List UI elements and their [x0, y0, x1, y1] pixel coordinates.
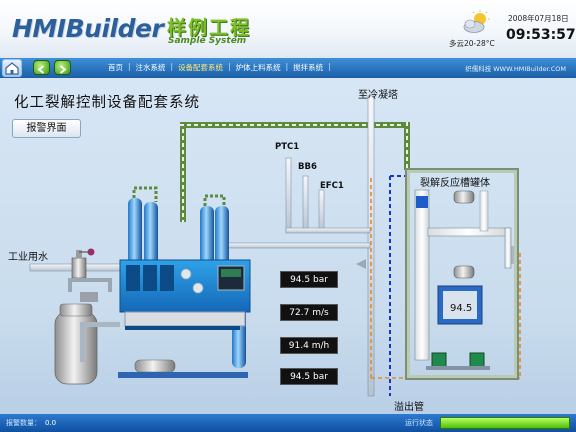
- reactor-tank: [405, 168, 519, 380]
- nav-separator: |: [285, 62, 289, 71]
- process-diagram: [29, 95, 521, 397]
- water-inlet-label: 工业用水: [8, 252, 48, 263]
- nav-item-mixing[interactable]: 搅拌系统: [293, 63, 324, 72]
- weather-text: 多云20-28°C: [449, 39, 495, 48]
- alarm-count-label: 报警数量：: [6, 419, 41, 427]
- alarm-screen-button[interactable]: 报警界面: [12, 119, 81, 138]
- storage-tank: [54, 278, 112, 385]
- cooling-tower-label: 至冷凝塔: [358, 90, 398, 101]
- alarm-count: 报警数量： 0.0: [6, 418, 56, 428]
- back-button[interactable]: [33, 60, 50, 75]
- nav-menu: 首页 | 注水系统 | 设备配套系统 | 炉体上料系统 | 搅拌系统 |: [108, 62, 336, 73]
- run-status-label: 运行状态: [405, 419, 433, 427]
- efc1-label: EFC1: [320, 181, 344, 191]
- reactor-tank-label: 裂解反应槽罐体: [420, 178, 490, 189]
- logo-cn: 样例工程: [167, 17, 252, 39]
- nav-item-home[interactable]: 首页: [108, 63, 123, 72]
- water-treatment-unit: [80, 259, 251, 378]
- home-icon: [5, 62, 19, 75]
- flow-readout: 91.4 m/h: [280, 337, 338, 354]
- cloud-sun-icon: [463, 10, 490, 33]
- nav-separator: |: [170, 62, 174, 71]
- pressure-readout-1: 94.5 bar: [280, 271, 338, 288]
- nav-item-furnace-feeding[interactable]: 炉体上料系统: [235, 63, 281, 72]
- nav-bar: 首页 | 注水系统 | 设备配套系统 | 炉体上料系统 | 搅拌系统 | 织儒科…: [0, 58, 576, 78]
- forward-button[interactable]: [54, 60, 71, 75]
- process-panel: 化工裂解控制设备配套系统 报警界面: [0, 78, 576, 414]
- clock-time: 09:53:57: [506, 27, 576, 43]
- tank-value: 94.5: [450, 303, 473, 314]
- ptc1-label: PTC1: [275, 142, 300, 152]
- logo: HMIBuilder: [12, 14, 164, 43]
- header: HMIBuilder 样例工程 Sample System 多云20-28°C …: [0, 0, 576, 58]
- bb6-label: BB6: [298, 162, 317, 172]
- nav-item-water-injection[interactable]: 注水系统: [135, 63, 166, 72]
- nav-separator: |: [328, 62, 331, 71]
- pressure-readout-2: 94.5 bar: [280, 368, 338, 385]
- alarm-count-value: 0.0: [45, 419, 57, 427]
- overflow-pipe-label: 溢出管: [394, 402, 424, 413]
- inlet-valve: [71, 248, 95, 279]
- velocity-readout: 72.7 m/s: [280, 304, 338, 321]
- home-button[interactable]: [2, 59, 22, 77]
- page-title: 化工裂解控制设备配套系统: [14, 95, 200, 111]
- status-footer: 报警数量： 0.0 运行状态: [0, 414, 576, 432]
- nav-separator: |: [228, 62, 231, 71]
- logo-subtitle: Sample System: [168, 36, 247, 46]
- green-return-pipe: [180, 122, 410, 222]
- nav-item-equipment[interactable]: 设备配套系统: [178, 63, 224, 72]
- nav-separator: |: [128, 62, 131, 71]
- run-status-indicator: [440, 417, 570, 429]
- date-text: 2008年07月18日: [508, 14, 569, 23]
- arrow-right-icon: [59, 65, 67, 74]
- company-link[interactable]: 织儒科技 WWW.HMIBuilder.COM: [465, 65, 566, 73]
- instrument-pipes: [219, 157, 371, 249]
- arrow-left-icon: [37, 65, 45, 74]
- reactor-internals: [414, 189, 512, 370]
